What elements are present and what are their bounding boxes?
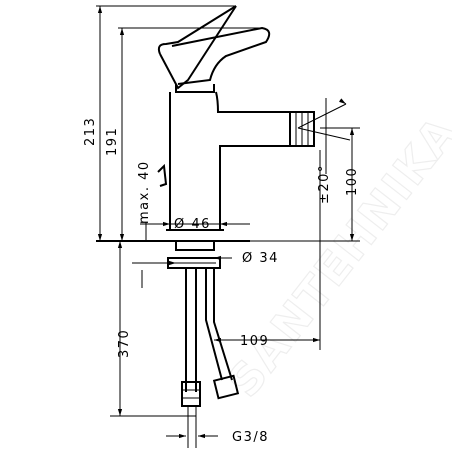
dim-base-diameter: Ø 46 (174, 217, 211, 232)
dim-total-height: 213 (83, 117, 98, 146)
dim-projection: 109 (240, 334, 269, 349)
dimension-lines (96, 5, 360, 439)
dim-nozzle-height: 100 (345, 167, 360, 196)
dim-hole-diameter: Ø 34 (242, 251, 279, 266)
dim-max-deck: max. 40 (137, 160, 152, 224)
dim-swivel-angle: ±20° (317, 164, 332, 204)
dim-thread: G3/8 (232, 430, 269, 445)
dim-hose-length: 370 (117, 329, 132, 358)
faucet-outline (96, 5, 315, 448)
dim-spout-height: 191 (105, 127, 120, 156)
